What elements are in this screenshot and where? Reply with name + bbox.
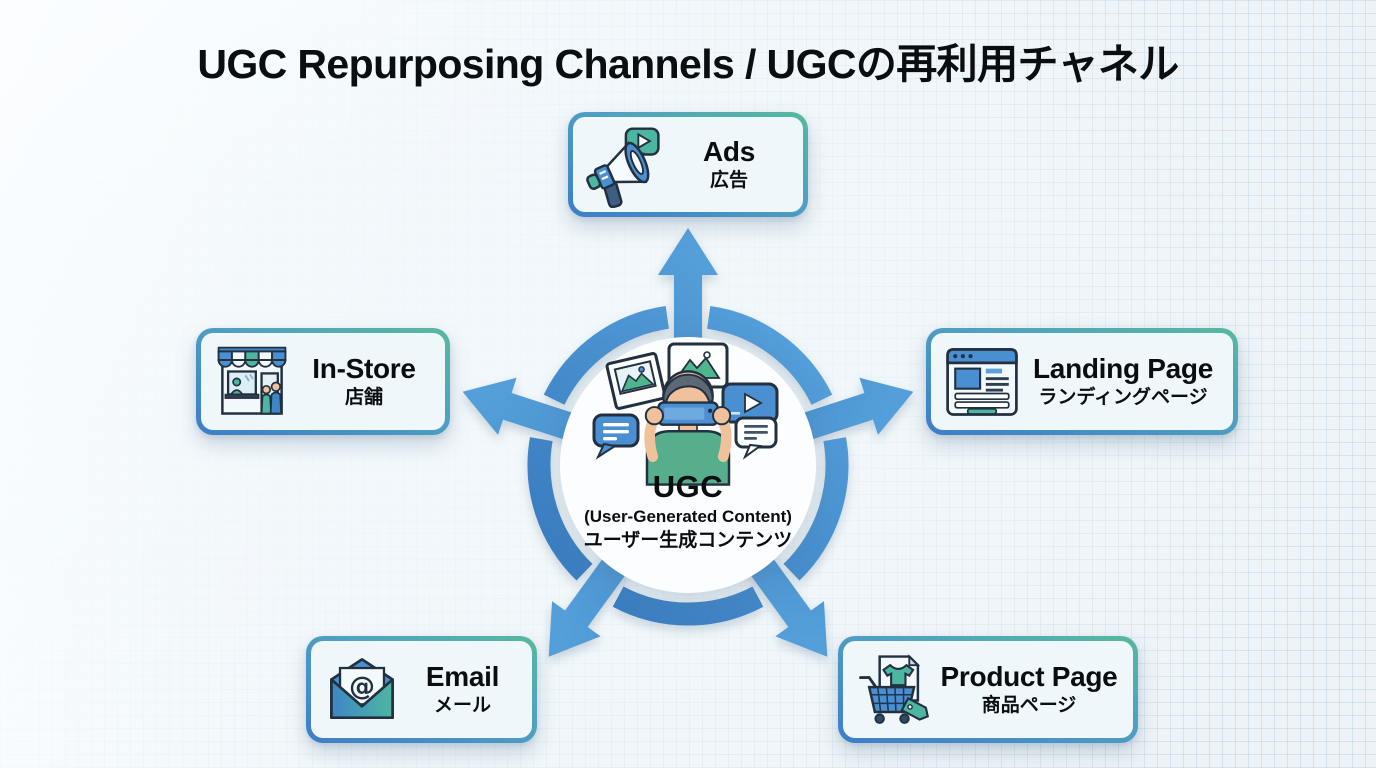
arrow-to-landing-page (795, 377, 914, 442)
channel-card-landing-page: Landing Page ランディングページ (926, 328, 1238, 435)
channel-label-en: Ads (703, 136, 755, 168)
page-title: UGC Repurposing Channels / UGCの再利用チャネル (197, 41, 1179, 87)
channel-label-ja: メール (433, 694, 491, 716)
hub-label: UGC (User-Generated Content) ユーザー生成コンテンツ (513, 469, 863, 552)
person-capturing-content-icon (592, 342, 779, 486)
channel-label-en: Product Page (940, 661, 1118, 693)
shopping-cart-icon (851, 647, 937, 733)
megaphone-icon (581, 122, 667, 208)
arrow-to-in-store (462, 377, 581, 442)
storefront-icon (209, 339, 295, 425)
channel-label-ja: 広告 (709, 169, 748, 191)
envelope-icon: @ (319, 647, 405, 733)
polaroid-photo-icon (605, 352, 667, 410)
chat-bubble-white-icon (734, 416, 778, 460)
channel-card-ads: Ads 広告 (568, 112, 808, 217)
channel-card-product-page: Product Page 商品ページ (838, 636, 1138, 743)
hub-diagram (462, 228, 914, 657)
hub-name: UGC (652, 469, 724, 504)
channel-label-ja: 商品ページ (981, 694, 1077, 716)
channel-card-in-store: In-Store 店舗 (196, 328, 450, 435)
arrow-to-product-page (746, 552, 828, 657)
arrow-to-ads (658, 228, 718, 347)
channel-label-en: In-Store (312, 353, 416, 385)
hub-subtitle-en: (User-Generated Content) (584, 506, 792, 526)
arrow-to-email (548, 552, 630, 657)
chat-bubble-blue-icon (592, 413, 640, 460)
person-with-phone (644, 370, 732, 486)
channel-label-ja: ランディングページ (1038, 386, 1208, 408)
channel-card-email: @ Email メール (306, 636, 537, 743)
browser-window-icon (939, 339, 1025, 425)
svg-text:@: @ (349, 671, 375, 701)
channel-label-en: Email (425, 661, 500, 693)
hub-ring (527, 306, 849, 626)
radial-arrows (462, 228, 914, 657)
channel-label-en: Landing Page (1033, 353, 1213, 385)
hub-subtitle-ja: ユーザー生成コンテンツ (583, 530, 793, 552)
channel-label-ja: 店舗 (344, 386, 383, 408)
